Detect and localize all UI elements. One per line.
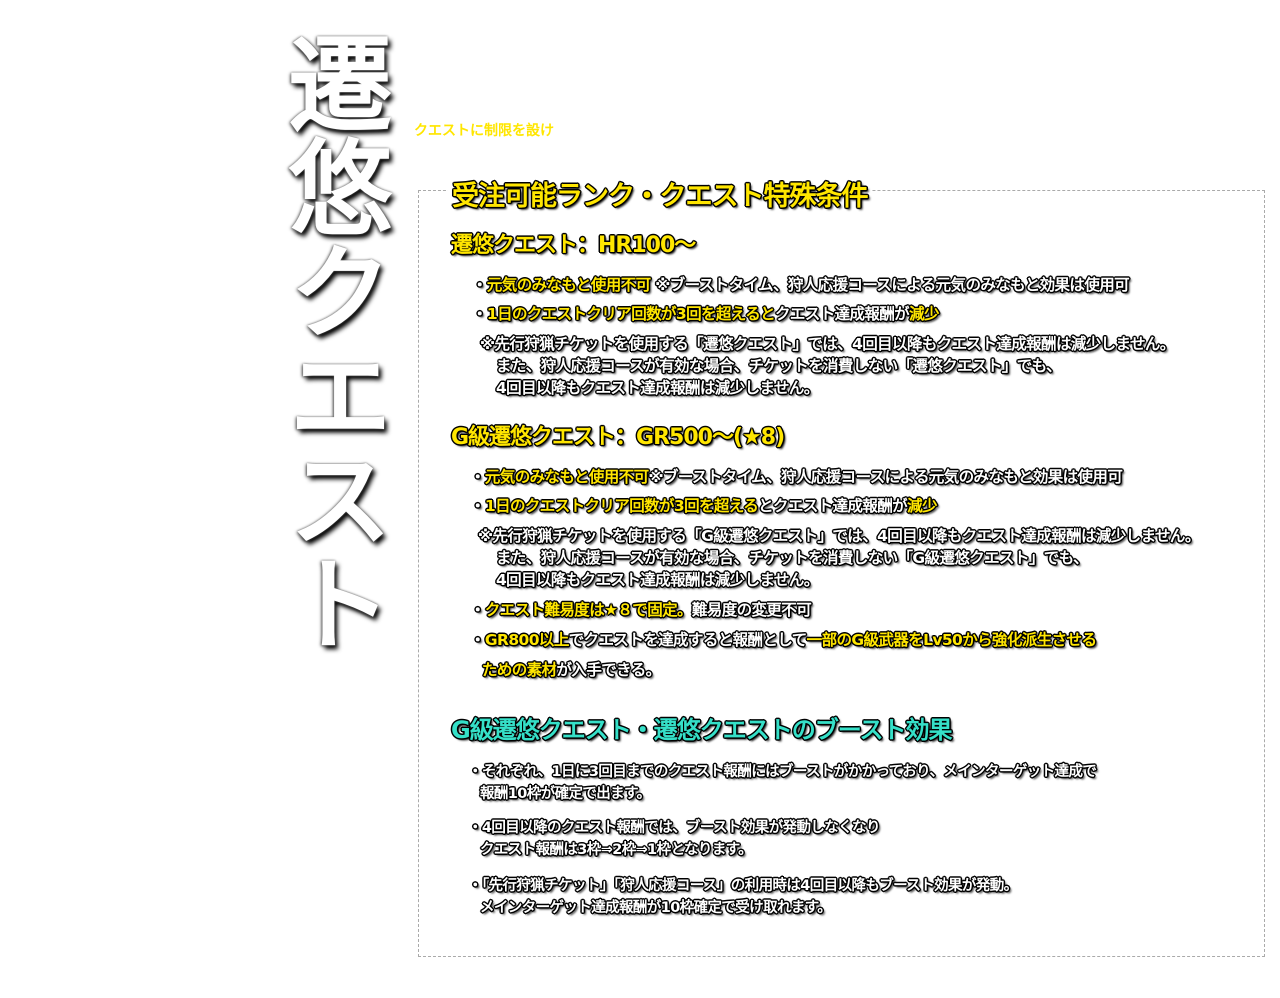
body-text: ・ (472, 276, 488, 294)
body-text: クエスト達成報酬が (775, 305, 910, 323)
body-text: が入手できる。 (556, 661, 662, 679)
highlight-text: 1日のクエストクリア回数が3回を超えると (486, 305, 776, 323)
body-text: また、狩人応援コースが有効な場合、チケットを消費しない「遷悠クエスト」でも、 (496, 357, 1062, 375)
body-text: ・ (470, 497, 486, 515)
text-line: ・1日のクエストクリア回数が3回を超えるとクエスト達成報酬が減少 (470, 494, 938, 516)
subheading-g-quest: G級遷悠クエスト：GR500～(★8) (451, 425, 785, 450)
text-line: クエスト報酬は3枠⇒2枠⇒1枠となります。 (480, 838, 753, 859)
highlight-text: 一部のG級武器をLv50から強化派生させる (806, 631, 1097, 649)
body-text: また、狩人応援コースが有効な場合、チケットを消費しない「G級遷悠クエスト」でも、 (496, 549, 1089, 567)
lead-text: クエストに制限を設け (414, 123, 554, 139)
body-text: クエスト報酬は3枠⇒2枠⇒1枠となります。 (480, 842, 753, 858)
highlight-text: 1日のクエストクリア回数が3回を超える (484, 497, 759, 515)
body-text: ・ (470, 631, 486, 649)
text-line: ・クエスト難易度は★８で固定。難易度の変更不可 (470, 598, 812, 620)
text-line: 報酬10枠が確定で出ます。 (480, 782, 651, 803)
text-line: また、狩人応援コースが有効な場合、チケットを消費しない「遷悠クエスト」でも、 (496, 354, 1062, 376)
text-line: ・「先行狩猟チケット」「狩人応援コース」の利用時は4回目以降もブースト効果が発動… (468, 874, 1018, 895)
section-title-conditions: 受注可能ランク・クエスト特殊条件 (448, 174, 872, 213)
text-line: 4回目以降もクエスト達成報酬は減少しません。 (496, 568, 819, 590)
highlight-text: 減少 (909, 305, 939, 323)
body-text: 難易度の変更不可 (691, 601, 812, 619)
body-text: ・ (470, 601, 486, 619)
body-text: ・それぞれ、1日に3回目までのクエスト報酬にはブーストがかかっており、メインター… (468, 764, 1097, 780)
text-line: ・それぞれ、1日に3回目までのクエスト報酬にはブーストがかかっており、メインター… (468, 760, 1097, 781)
body-text: ※先行狩猟チケットを使用する「遷悠クエスト」では、4回目以降もクエスト達成報酬は… (480, 335, 1175, 353)
text-line: ・元気のみなもと使用不可 ※ブーストタイム、狩人応援コースによる元気のみなもと効… (472, 273, 1130, 295)
body-text: ・ (472, 305, 488, 323)
text-line: ・元気のみなもと使用不可※ブーストタイム、狩人応援コースによる元気のみなもと効果… (470, 465, 1123, 487)
body-text: ※ブーストタイム、狩人応援コースによる元気のみなもと効果は使用可 (648, 468, 1123, 486)
body-text: でクエストを達成すると報酬として (568, 631, 808, 649)
text-line: 4回目以降もクエスト達成報酬は減少しません。 (496, 376, 819, 398)
body-text: ※先行狩猟チケットを使用する「G級遷悠クエスト」では、4回目以降もクエスト達成報… (478, 527, 1200, 545)
text-line: ための素材が入手できる。 (482, 658, 661, 680)
text-line: メインターゲット達成報酬が10枠確定で受け取れます。 (480, 896, 832, 917)
body-text: メインターゲット達成報酬が10枠確定で受け取れます。 (480, 900, 832, 916)
vertical-page-title: 遷悠クエスト (270, 30, 393, 654)
body-text: 報酬10枠が確定で出ます。 (480, 786, 651, 802)
body-text: 4回目以降もクエスト達成報酬は減少しません。 (496, 571, 819, 589)
body-text: ※ブーストタイム、狩人応援コースによる元気のみなもと効果は使用可 (650, 276, 1130, 294)
text-line: ※先行狩猟チケットを使用する「遷悠クエスト」では、4回目以降もクエスト達成報酬は… (480, 332, 1175, 354)
text-line: ※先行狩猟チケットを使用する「G級遷悠クエスト」では、4回目以降もクエスト達成報… (478, 524, 1200, 546)
text-line: ・1日のクエストクリア回数が3回を超えるとクエスト達成報酬が減少 (472, 302, 940, 324)
text-line: ・4回目以降のクエスト報酬では、ブースト効果が発動しなくなり (468, 816, 880, 837)
subheading-hr-quest: 遷悠クエスト：HR100～ (451, 233, 696, 258)
body-text: ・ (470, 468, 486, 486)
body-text: 4回目以降もクエスト達成報酬は減少しません。 (496, 379, 819, 397)
highlight-text: 元気のみなもと使用不可 (484, 468, 649, 486)
highlight-text: ための素材 (482, 661, 557, 679)
text-line: ・GR800以上でクエストを達成すると報酬として一部のG級武器をLv50から強化… (470, 628, 1097, 650)
text-line: また、狩人応援コースが有効な場合、チケットを消費しない「G級遷悠クエスト」でも、 (496, 546, 1089, 568)
highlight-text: 減少 (907, 497, 937, 515)
highlight-text: GR800以上 (484, 631, 569, 649)
highlight-text: 元気のみなもと使用不可 (486, 276, 651, 294)
highlight-text: クエスト難易度は★８で固定。 (484, 601, 693, 619)
body-text: ・4回目以降のクエスト報酬では、ブースト効果が発動しなくなり (468, 820, 880, 836)
section-title-boost: G級遷悠クエスト・遷悠クエストのブースト効果 (451, 716, 952, 744)
body-text: ・「先行狩猟チケット」「狩人応援コース」の利用時は4回目以降もブースト効果が発動… (468, 878, 1018, 894)
body-text: とクエスト達成報酬が (758, 497, 908, 515)
